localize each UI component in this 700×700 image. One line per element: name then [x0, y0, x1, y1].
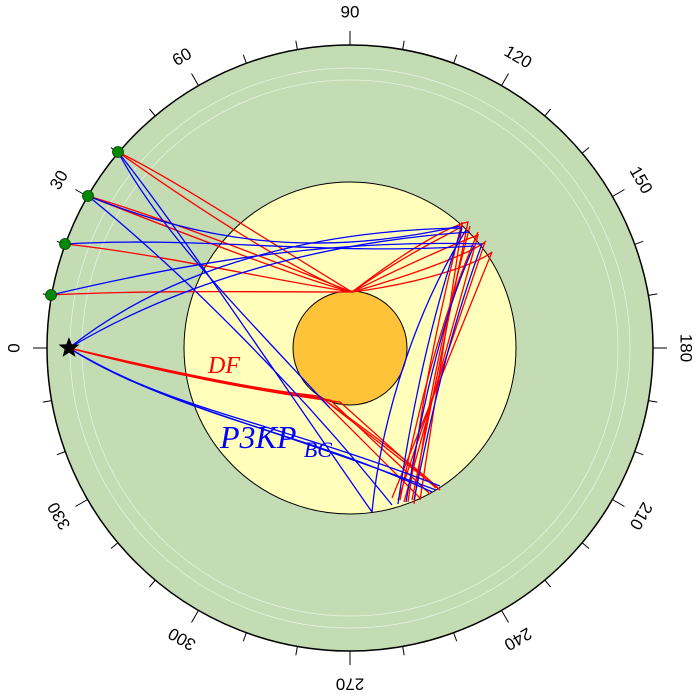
angle-tick [612, 499, 625, 507]
angle-tick [544, 579, 551, 588]
angle-tick [295, 40, 298, 50]
p3kp-phase-label: P3KP BC [219, 419, 332, 462]
inner-core-circle [292, 290, 408, 406]
angle-tick-label: 330 [44, 499, 75, 533]
angle-tick [110, 542, 119, 549]
p3kp-label-main: P3KP [219, 419, 296, 455]
angle-tick [242, 54, 247, 64]
df-ray-path [399, 231, 479, 501]
p3kp-ray-path [87, 195, 461, 244]
p3kp-ray-path [397, 227, 463, 505]
angle-tick [634, 240, 644, 245]
angle-tick [191, 610, 199, 623]
df-ray-path [413, 225, 471, 505]
p3kp-ray-path [371, 229, 467, 513]
angle-tick [612, 189, 625, 197]
station-dot-icon [112, 146, 124, 158]
angle-tick-label: 210 [626, 499, 657, 533]
angle-tick-label: 180 [677, 334, 696, 362]
angle-tick [402, 646, 405, 656]
star-icon [58, 337, 80, 357]
mantle-inner-ring-2 [81, 79, 619, 617]
p3kp-ray-path [68, 231, 471, 349]
p3kp-ray-path [64, 241, 475, 250]
angle-tick-label: 0 [5, 343, 24, 352]
angle-tick [242, 632, 247, 642]
df-ray-path [117, 151, 463, 501]
station-markers [45, 146, 124, 301]
p3kp-ray-path [117, 151, 331, 409]
angle-tick [501, 610, 509, 623]
df-ray-path [50, 251, 493, 499]
angle-tick [501, 73, 509, 86]
p3kp-ray-path [68, 227, 463, 349]
angle-tick [75, 499, 88, 507]
df-ray-path [68, 347, 421, 499]
df-ray-paths [50, 151, 493, 505]
angle-tick-label: 150 [626, 163, 657, 197]
angle-tick [295, 646, 298, 656]
station-dot-icon [59, 238, 71, 250]
p3kp-ray-path [68, 347, 433, 493]
earth-shells [46, 44, 654, 652]
angle-tick [581, 147, 590, 154]
angle-tick-label: 270 [336, 675, 364, 694]
angle-tick [648, 293, 658, 296]
angle-tick [191, 73, 199, 86]
angle-tick [544, 108, 551, 117]
angle-tick-label: 240 [501, 624, 535, 655]
angle-tick [634, 451, 644, 456]
p3kp-ray-path [413, 243, 483, 501]
df-phase-label: DF [207, 353, 240, 379]
angle-tick [453, 54, 458, 64]
station-dot-icon [45, 289, 57, 301]
p3kp-ray-path [117, 151, 373, 513]
df-ray-path [68, 347, 437, 489]
p3kp-label-subscript: BC [304, 437, 332, 462]
angle-tick-label: 90 [341, 3, 360, 22]
p3kp-ray-path [405, 245, 475, 503]
angle-tick [149, 579, 156, 588]
markers [45, 146, 124, 357]
angle-tick [42, 400, 52, 403]
angle-tick-label: 120 [501, 42, 535, 73]
angle-tick [402, 40, 405, 50]
angle-tick-label: 300 [165, 624, 199, 655]
p3kp-ray-paths [50, 151, 483, 513]
angle-tick-label: 30 [46, 167, 72, 193]
angle-tick-label: 60 [169, 44, 195, 70]
angle-tick [56, 451, 66, 456]
df-ray-path [64, 240, 487, 501]
df-ray-path [87, 195, 353, 293]
station-dot-icon [82, 190, 94, 202]
angle-tick [149, 108, 156, 117]
p3kp-ray-path [87, 195, 393, 506]
angle-tick [581, 542, 590, 549]
p3kp-ray-path [50, 242, 483, 296]
angle-tick [648, 400, 658, 403]
angle-tick [453, 632, 458, 642]
